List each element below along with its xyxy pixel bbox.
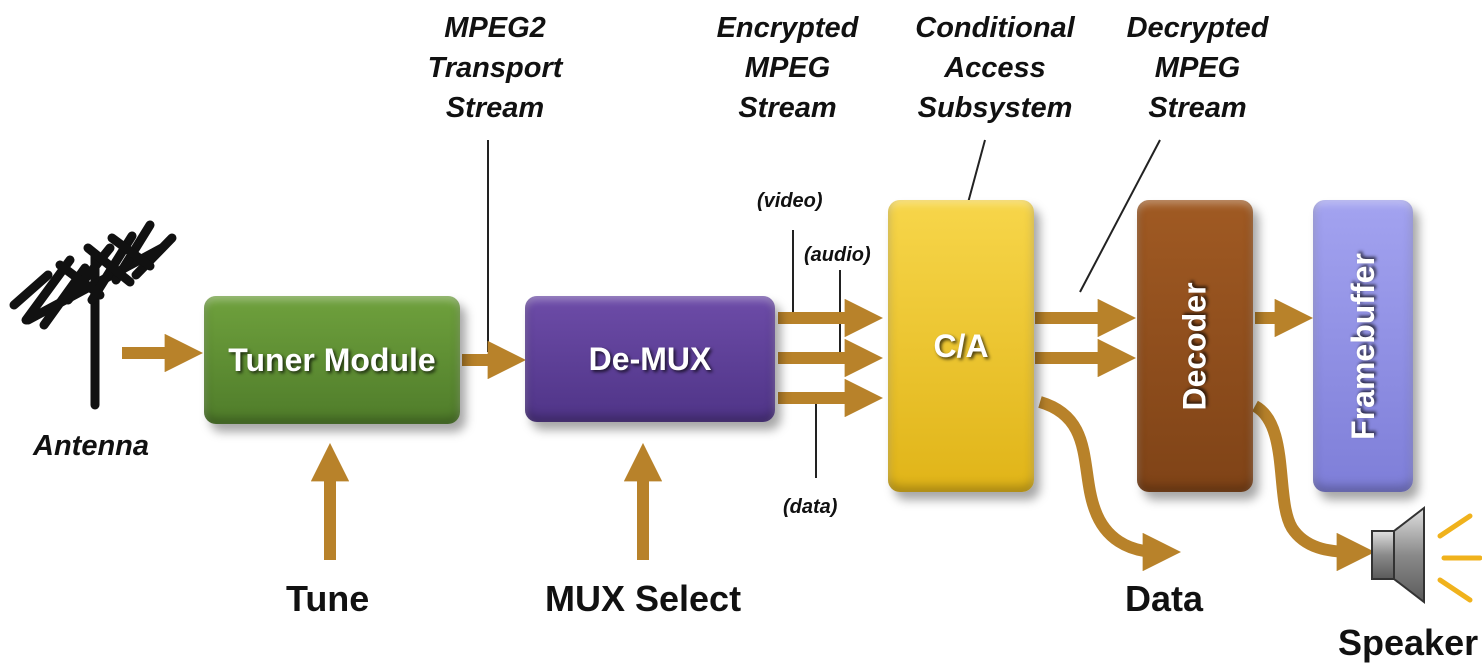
- framebuffer-label: Framebuffer: [1344, 252, 1381, 440]
- ca-label: C/A: [933, 327, 989, 364]
- caption-transport-stream: MPEG2 Transport Stream: [427, 12, 563, 124]
- data-output-label: Data: [1125, 578, 1204, 619]
- stream-label-audio: (audio): [804, 244, 871, 266]
- arrow-ca-to-data: [1038, 396, 1182, 572]
- tuner-module-block: Tuner Module: [204, 296, 460, 424]
- antenna-icon: [9, 220, 177, 410]
- ca-block: C/A: [888, 200, 1034, 492]
- mux-select-label: MUX Select: [545, 578, 742, 619]
- demux-block: De-MUX: [525, 296, 775, 422]
- framebuffer-block: Framebuffer: [1313, 200, 1413, 492]
- decoder-block: Decoder: [1137, 200, 1253, 492]
- signal-arrows: [122, 298, 1376, 572]
- stream-label-data: (data): [783, 496, 838, 518]
- caption-decrypted-stream: Decrypted MPEG Stream: [1126, 12, 1269, 124]
- speaker-label: Speaker: [1338, 622, 1479, 663]
- demux-label: De-MUX: [588, 340, 712, 377]
- stream-label-video: (video): [757, 190, 823, 212]
- arrow-decoder-to-speaker: [1251, 400, 1376, 572]
- speaker-icon: [1371, 505, 1482, 605]
- tune-label: Tune: [286, 578, 370, 619]
- caption-encrypted-stream: Encrypted MPEG Stream: [716, 12, 859, 124]
- pointer-lines: [487, 139, 1161, 478]
- decoder-label: Decoder: [1176, 281, 1213, 411]
- antenna-label: Antenna: [33, 430, 149, 462]
- caption-conditional-access: Conditional Access Subsystem: [915, 12, 1075, 124]
- tuner-module-label: Tuner Module: [228, 341, 436, 378]
